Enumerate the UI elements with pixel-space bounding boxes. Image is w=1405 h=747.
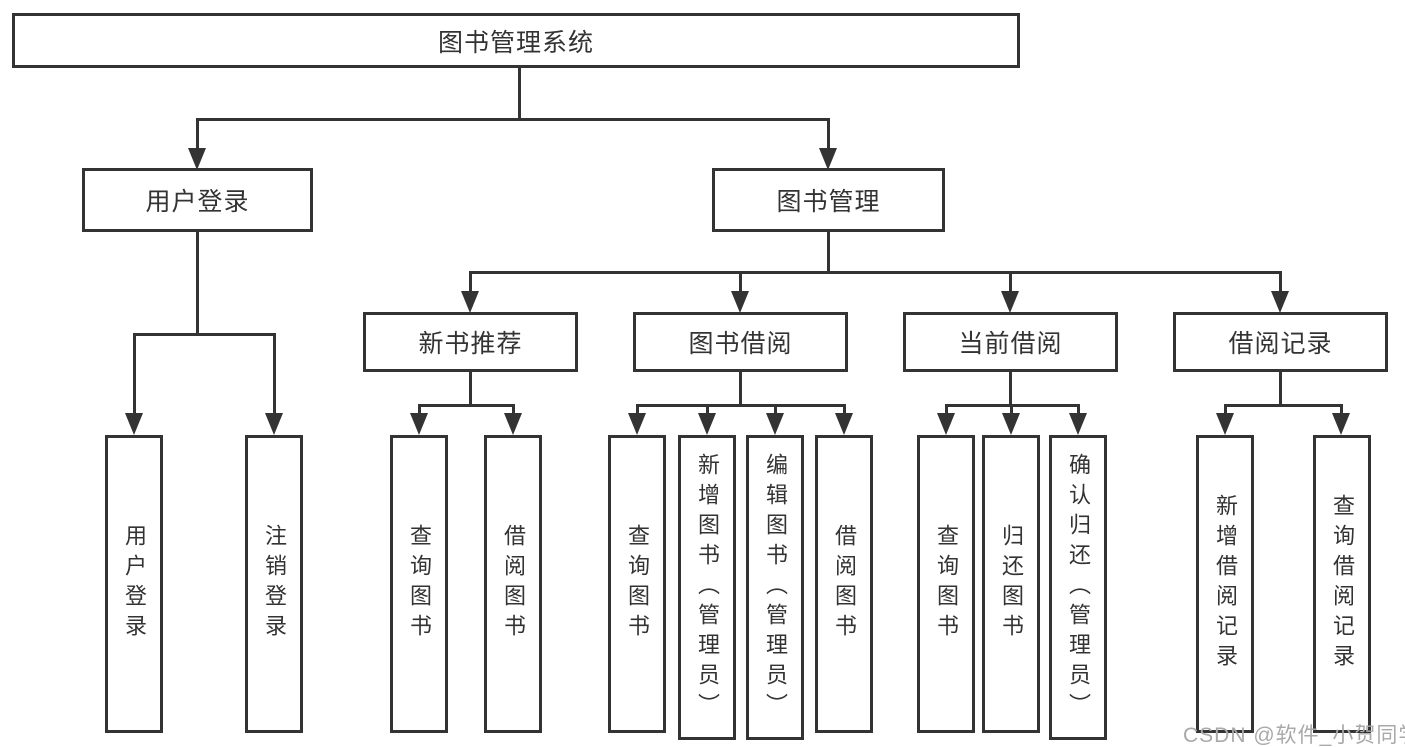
connector-to-group2 — [739, 271, 742, 293]
connector-to-login — [196, 118, 199, 150]
node-user-login-label: 用户登录 — [145, 188, 250, 216]
node-leaf-add-books-admin: 新增图书（管理员） — [678, 435, 736, 740]
node-leaf-borrow-books-2-label: 借阅图书 — [832, 524, 857, 644]
node-user-login: 用户登录 — [82, 168, 313, 232]
node-borrow-record: 借阅记录 — [1173, 312, 1388, 372]
connector-group3-vertical — [1009, 372, 1012, 407]
arrow-down-icon — [1216, 413, 1234, 435]
node-leaf-confirm-return-admin-label: 确认归还（管理员） — [1066, 452, 1091, 723]
node-new-book-recommend-label: 新书推荐 — [418, 330, 523, 358]
connector-group3-leaf2 — [1010, 404, 1013, 416]
node-leaf-logout-label: 注销登录 — [262, 524, 287, 644]
connector-group4-leaf2 — [1340, 404, 1343, 416]
node-leaf-borrow-books-1: 借阅图书 — [484, 435, 542, 733]
node-leaf-user-login-label: 用户登录 — [122, 524, 147, 644]
arrow-down-icon — [1271, 291, 1289, 313]
node-leaf-query-books-3: 查询图书 — [917, 435, 975, 733]
connector-to-group1 — [469, 271, 472, 293]
connector-login-vertical — [196, 232, 199, 336]
connector-to-group3 — [1009, 271, 1012, 293]
connector-group1-vertical — [469, 372, 472, 407]
node-leaf-query-books-1: 查询图书 — [390, 435, 448, 733]
connector-mgmt-vertical — [827, 232, 830, 274]
node-leaf-borrow-books-2: 借阅图书 — [815, 435, 873, 733]
arrow-down-icon — [731, 291, 749, 313]
node-leaf-add-borrow-record: 新增借阅记录 — [1196, 435, 1254, 733]
node-leaf-query-borrow-record: 查询借阅记录 — [1313, 435, 1371, 733]
node-leaf-add-borrow-record-label: 新增借阅记录 — [1213, 494, 1238, 674]
arrow-down-icon — [628, 413, 646, 435]
arrow-down-icon — [819, 148, 837, 170]
node-book-borrow-label: 图书借阅 — [688, 330, 793, 358]
node-leaf-query-books-2-label: 查询图书 — [625, 524, 650, 644]
arrow-down-icon — [188, 148, 206, 170]
connector-to-group4 — [1279, 271, 1282, 293]
connector-group1-horizontal — [418, 404, 515, 407]
node-library-system-label: 图书管理系统 — [437, 28, 594, 57]
arrow-down-icon — [937, 413, 955, 435]
node-current-borrow-label: 当前借阅 — [958, 330, 1063, 358]
node-leaf-edit-books-admin-label: 编辑图书（管理员） — [763, 452, 788, 723]
connector-group2-leaf1 — [636, 404, 639, 416]
node-leaf-add-books-admin-label: 新增图书（管理员） — [695, 452, 720, 723]
connector-group4-horizontal — [1224, 404, 1343, 407]
node-leaf-return-books-label: 归还图书 — [999, 524, 1024, 644]
arrow-down-icon — [410, 413, 428, 435]
node-leaf-query-books-1-label: 查询图书 — [407, 524, 432, 644]
connector-group2-horizontal — [636, 404, 845, 407]
arrow-down-icon — [504, 413, 522, 435]
connector-to-login-leaf1 — [133, 333, 136, 415]
arrow-down-icon — [461, 291, 479, 313]
node-current-borrow: 当前借阅 — [903, 312, 1118, 372]
arrow-down-icon — [1069, 413, 1087, 435]
connector-group4-leaf1 — [1224, 404, 1227, 416]
watermark: CSDN @软件_小贺同学 — [1183, 724, 1405, 747]
connector-group2-vertical — [739, 372, 742, 407]
arrow-down-icon — [1002, 413, 1020, 435]
connector-group2-leaf4 — [843, 404, 846, 416]
arrow-down-icon — [766, 413, 784, 435]
node-leaf-query-books-2: 查询图书 — [608, 435, 666, 733]
node-book-mgmt: 图书管理 — [712, 168, 945, 232]
arrow-down-icon — [125, 413, 143, 435]
arrow-down-icon — [1001, 291, 1019, 313]
connector-to-mgmt — [827, 118, 830, 150]
node-leaf-query-borrow-record-label: 查询借阅记录 — [1330, 494, 1355, 674]
connector-to-login-leaf2 — [273, 333, 276, 415]
connector-login-horizontal — [133, 333, 276, 336]
connector-level3-horizontal — [469, 271, 1282, 274]
connector-root-vertical — [518, 68, 521, 121]
node-library-system: 图书管理系统 — [12, 13, 1020, 68]
node-book-mgmt-label: 图书管理 — [776, 188, 881, 216]
node-borrow-record-label: 借阅记录 — [1228, 330, 1333, 358]
node-leaf-query-books-3-label: 查询图书 — [934, 524, 959, 644]
connector-group2-leaf2 — [706, 404, 709, 416]
connector-group3-leaf1 — [945, 404, 948, 416]
arrow-down-icon — [265, 413, 283, 435]
connector-group3-leaf3 — [1077, 404, 1080, 416]
arrow-down-icon — [835, 413, 853, 435]
node-leaf-user-login: 用户登录 — [105, 435, 163, 733]
node-leaf-return-books: 归还图书 — [982, 435, 1040, 733]
connector-group1-leaf2 — [512, 404, 515, 416]
arrow-down-icon — [698, 413, 716, 435]
arrow-down-icon — [1332, 413, 1350, 435]
node-leaf-logout: 注销登录 — [245, 435, 303, 733]
node-leaf-confirm-return-admin: 确认归还（管理员） — [1049, 435, 1107, 740]
connector-group4-vertical — [1279, 372, 1282, 407]
connector-group1-leaf1 — [418, 404, 421, 416]
connector-level2-horizontal — [196, 118, 830, 121]
node-new-book-recommend: 新书推荐 — [363, 312, 578, 372]
node-book-borrow: 图书借阅 — [633, 312, 848, 372]
connector-group2-leaf3 — [774, 404, 777, 416]
node-leaf-edit-books-admin: 编辑图书（管理员） — [746, 435, 804, 740]
node-leaf-borrow-books-1-label: 借阅图书 — [501, 524, 526, 644]
